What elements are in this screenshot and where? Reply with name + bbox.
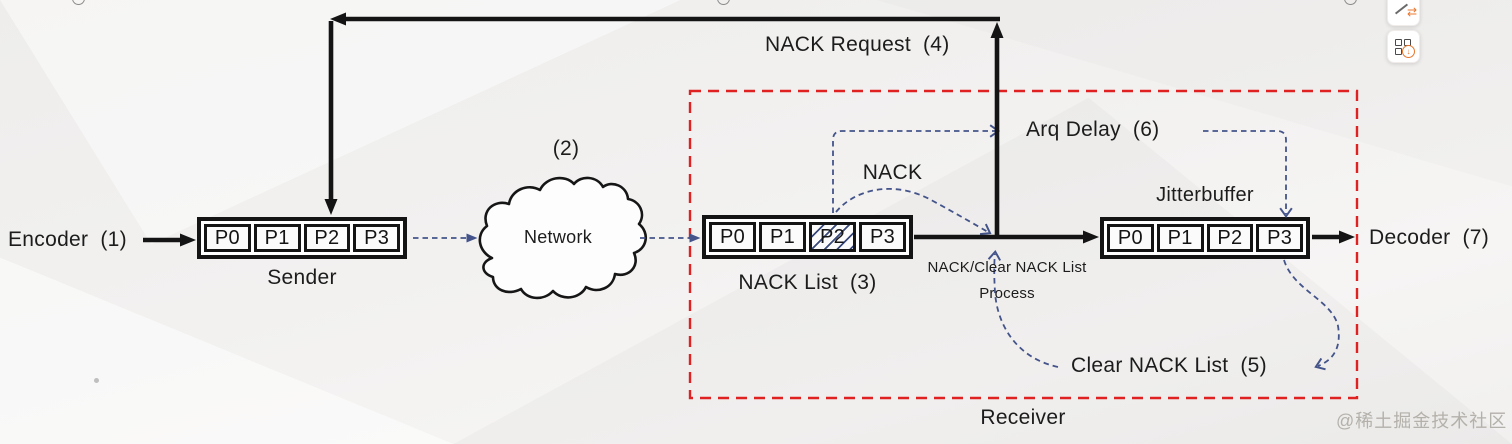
cropped-shape-handle (717, 0, 730, 5)
sender-packet-cell: P2 (303, 224, 351, 252)
network-step-number: (2) (536, 137, 596, 161)
widget-square-icon (1395, 39, 1402, 46)
decoder-step-number: (7) (1462, 226, 1490, 249)
watermark: @稀土掘金技术社区 (1336, 411, 1508, 431)
sender-packet-cell: P0 (204, 224, 251, 252)
nack-packet-cell: P0 (709, 222, 756, 252)
convert-tool-button[interactable]: ⇄ (1387, 0, 1420, 26)
jitter-packet-cell: P1 (1156, 224, 1204, 252)
jitterbuffer-to-clear-nack-arrow (1283, 259, 1340, 371)
stray-dot (94, 378, 99, 383)
network-step-text: (2) (552, 137, 580, 160)
jitter-packet-cell: P3 (1256, 224, 1303, 252)
arq-delay-step-number: (6) (1132, 118, 1160, 141)
jitter-packet-cell: P0 (1107, 224, 1154, 252)
encoder-label: Encoder (1) (8, 228, 127, 252)
nack-list-step-number: (3) (849, 271, 877, 294)
cropped-shape-handle (1344, 0, 1357, 5)
decoder-label: Decoder (7) (1369, 226, 1489, 250)
encoder-step-number: (1) (100, 228, 127, 251)
process-label: NACK/Clear NACK List Process (917, 259, 1097, 302)
jitter-packet-cell: P2 (1206, 224, 1254, 252)
nack-list-text: NACK List (738, 271, 838, 294)
sender-packet-cell: P1 (253, 224, 301, 252)
network-label: Network (482, 227, 634, 248)
nack-label: NACK (855, 161, 930, 185)
widgets-download-button[interactable]: ↓ (1387, 30, 1420, 63)
process-line2: Process (979, 285, 1035, 302)
sender-label: Sender (197, 266, 407, 290)
sender-buffer: P0 P1 P2 P3 (197, 217, 407, 259)
decoder-label-text: Decoder (1369, 226, 1451, 249)
arq-delay-text: Arq Delay (1026, 118, 1121, 141)
nack-packet-cell: P3 (859, 222, 906, 252)
receiver-label: Receiver (933, 406, 1113, 430)
sender-packet-cell: P3 (353, 224, 400, 252)
download-arrow-glyph: ↓ (1406, 47, 1411, 56)
nack-packet-cell: P1 (759, 222, 806, 252)
receiver-label-text: Receiver (980, 406, 1066, 429)
clear-nack-list-label: Clear NACK List (5) (1071, 354, 1267, 378)
nack-request-label: NACK Request (4) (765, 33, 950, 57)
nack-packet-cell-lost: P2 (809, 222, 856, 252)
nack-list-buffer: P0 P1 P2 P3 (702, 215, 913, 259)
clear-nack-list-text: Clear NACK List (1071, 354, 1229, 377)
nack-request-step-number: (4) (923, 33, 950, 56)
jitterbuffer-buffer: P0 P1 P2 P3 (1100, 217, 1310, 259)
nack-request-text: NACK Request (765, 33, 911, 56)
widget-square-icon (1395, 48, 1402, 55)
swap-arrows-icon: ⇄ (1406, 5, 1417, 19)
sender-label-text: Sender (267, 266, 337, 289)
encoder-label-text: Encoder (8, 228, 89, 251)
download-badge-icon: ↓ (1402, 45, 1415, 58)
arq-delay-label: Arq Delay (6) (1026, 118, 1159, 142)
process-line1: NACK/Clear NACK List (927, 259, 1087, 276)
jitterbuffer-label: Jitterbuffer (1100, 184, 1310, 207)
nack-list-label: NACK List (3) (700, 271, 915, 295)
network-label-text: Network (523, 227, 593, 247)
nack-label-text: NACK (862, 161, 923, 184)
cropped-shape-handle (72, 0, 85, 5)
clear-nack-list-step-number: (5) (1240, 354, 1267, 377)
jitterbuffer-label-text: Jitterbuffer (1156, 184, 1254, 206)
